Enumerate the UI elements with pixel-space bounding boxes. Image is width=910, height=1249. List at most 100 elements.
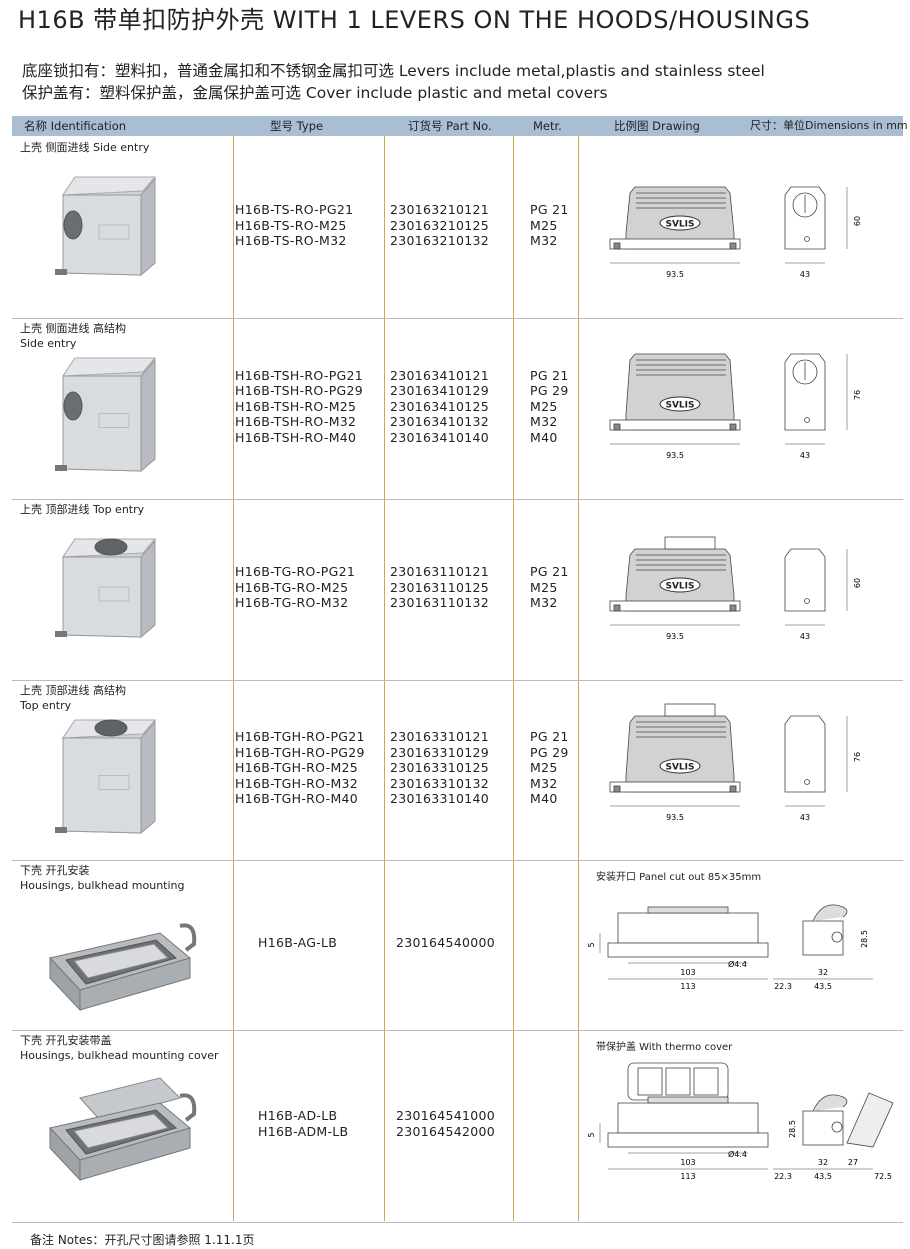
metr-value: M25 — [530, 217, 558, 233]
dim-hole: Ø4.4 — [728, 959, 747, 969]
part-no-value: 230163310132 — [390, 775, 490, 791]
intro-line-levers: 底座锁扣有：塑料扣，普通金属扣和不锈钢金属扣可选 Levers include … — [22, 62, 765, 80]
row-label-line: 下壳 开孔安装 — [20, 864, 90, 877]
row-label: 上壳 顶部进线 Top entry — [20, 502, 144, 517]
metr-value: PG 21 — [530, 564, 569, 580]
product-photo — [30, 1068, 200, 1197]
drawing-area: 103 113 5 Ø4.4 22.3 32 43.5 28.527 72.5 — [587, 1058, 898, 1212]
part-no-value: 230164542000 — [396, 1123, 496, 1139]
intro-text: 底座锁扣有：塑料扣，普通金属扣和不锈钢金属扣可选 Levers include … — [22, 60, 765, 104]
type-value: H16B-TGH-RO-M25 — [235, 760, 359, 776]
row-divider — [12, 318, 903, 319]
row-label-line: Housings, bulkhead mounting — [20, 879, 185, 892]
dim-inner: 103 — [680, 968, 695, 977]
dim-b: 32 — [818, 1158, 828, 1167]
col-divider — [578, 136, 579, 1221]
dim-width: 93.5 — [666, 813, 684, 822]
drawing-caption: 带保护盖 With thermo cover — [596, 1042, 733, 1053]
type-value: H16B-TGH-RO-PG29 — [235, 744, 365, 760]
dim-e: 27 — [848, 1158, 858, 1167]
intro-line-covers: 保护盖有：塑料保护盖，金属保护盖可选 Cover include plastic… — [22, 84, 608, 102]
product-photo — [45, 708, 175, 847]
dim-flange: 5 — [588, 1132, 596, 1137]
dim-height: 76 — [853, 390, 862, 400]
dim-depth: 43 — [800, 451, 810, 460]
row-label-line: 上壳 侧面进线 高结构 — [20, 322, 126, 335]
header-part-no: 订货号 Part No. — [408, 119, 492, 133]
notes-text: 备注 Notes：开孔尺寸图请参照 1.11.1页 — [30, 1233, 255, 1247]
metr-value: PG 29 — [530, 383, 569, 399]
drawing-area: SVLIS 93.5 43 60 — [600, 163, 900, 291]
header-dimensions: 尺寸：单位Dimensions in mm — [750, 119, 908, 132]
dim-f: 72.5 — [874, 1172, 892, 1181]
metr-value: PG 21 — [530, 367, 569, 383]
metr-value: PG 29 — [530, 744, 569, 760]
dimension-drawing: 103 113 5 Ø4.4 22.3 32 43.5 28.5 — [587, 904, 873, 991]
row-label: 上壳 侧面进线 Side entry — [20, 140, 149, 155]
metr-value: M32 — [530, 775, 558, 791]
product-photo — [45, 346, 175, 485]
dim-a: 22.3 — [774, 982, 792, 991]
dim-flange: 5 — [588, 942, 596, 947]
row-divider — [12, 1030, 903, 1031]
dim-b: 32 — [818, 968, 828, 977]
part-no-value: 230163410140 — [390, 429, 490, 445]
metr-value: M25 — [530, 579, 558, 595]
header-identification: 名称 Identification — [24, 119, 127, 133]
type-value: H16B-TS-RO-M25 — [235, 217, 347, 233]
type-value: H16B-TSH-RO-M40 — [235, 429, 357, 445]
part-no-value: 230163210125 — [390, 217, 490, 233]
header-metr: Metr. — [533, 119, 562, 133]
row-label-line: 上壳 侧面进线 Side entry — [20, 141, 150, 154]
row-divider — [12, 860, 903, 861]
type-value: H16B-TG-RO-PG21 — [235, 564, 356, 580]
row-label-line: 上壳 顶部进线 Top entry — [20, 503, 145, 516]
row-label-line: 上壳 顶部进线 高结构 — [20, 684, 126, 697]
part-no-value: 230163210132 — [390, 233, 490, 249]
header-type: 型号 Type — [270, 119, 324, 133]
dimension-drawing: SVLIS 93.5 43 76 — [609, 353, 862, 460]
type-value: H16B-TSH-RO-PG21 — [235, 367, 364, 383]
dim-d: 28.5 — [788, 1120, 797, 1138]
logo-text: SVLIS — [665, 220, 694, 230]
dim-c: 43.5 — [814, 1172, 832, 1181]
type-value: H16B-TSH-RO-M25 — [235, 398, 357, 414]
part-no-value: 230163110132 — [390, 595, 490, 611]
metr-value: PG 21 — [530, 202, 569, 218]
drawing-area: SVLIS 93.5 43 76 — [600, 336, 900, 472]
metr-value: PG 21 — [530, 729, 569, 744]
drawing-area: 103 113 5 Ø4.4 22.3 32 43.5 28.5 — [587, 888, 898, 1022]
logo-text: SVLIS — [665, 763, 694, 773]
type-value: H16B-AG-LB — [258, 935, 338, 951]
product-photo — [30, 898, 200, 1027]
part-no-value: 230163110125 — [390, 579, 490, 595]
dim-depth: 43 — [800, 813, 810, 822]
part-no-value: 230164540000 — [396, 935, 496, 951]
type-column: H16B-AG-LB — [258, 935, 337, 951]
row-label-line: Top entry — [20, 699, 72, 712]
part-no-value: 230163210121 — [390, 202, 490, 218]
page-title: H16B 带单扣防护外壳 WITH 1 LEVERS ON THE HOODS/… — [18, 6, 811, 34]
dim-inner: 103 — [680, 1158, 695, 1167]
dim-height: 60 — [853, 578, 862, 588]
row-label: 下壳 开孔安装 Housings, bulkhead mounting — [20, 863, 185, 893]
drawing-caption: 安装开口 Panel cut out 85×35mm — [596, 872, 762, 883]
dim-d: 28.5 — [860, 930, 869, 948]
type-value: H16B-TGH-RO-M40 — [235, 791, 359, 807]
part-no-value: 230163410132 — [390, 414, 490, 430]
type-value: H16B-TG-RO-M32 — [235, 595, 349, 611]
drawing-area: SVLIS 93.5 43 76 — [600, 698, 900, 834]
dimension-drawing: SVLIS 93.5 43 60 — [609, 536, 862, 641]
dim-height: 60 — [853, 216, 862, 226]
type-value: H16B-TG-RO-M25 — [235, 579, 349, 595]
